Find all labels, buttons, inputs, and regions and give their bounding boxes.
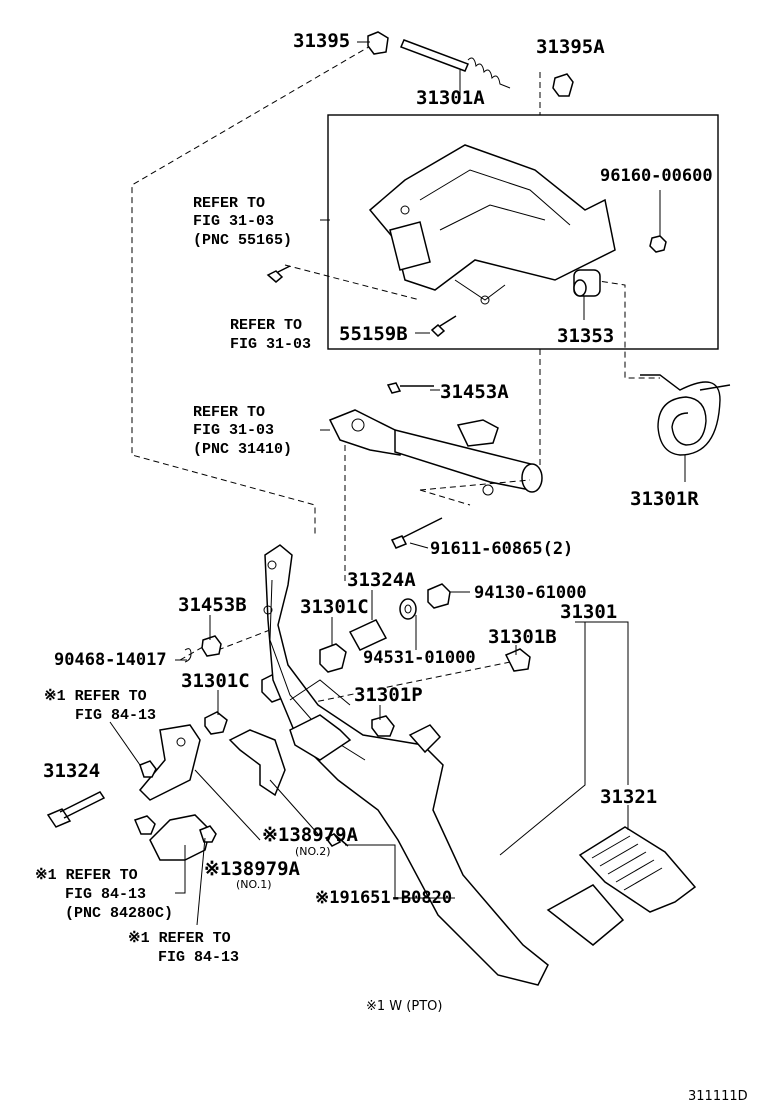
clutch-pedal-arm — [263, 544, 549, 986]
label-31301a: 31301A — [416, 87, 485, 109]
pin-90468-icon — [184, 648, 192, 663]
ref-5-line2: FIG 84-13 — [65, 886, 147, 903]
clutch-master-cylinder — [328, 409, 543, 496]
ref-3-line3: (PNC 31410) — [193, 441, 293, 458]
ref-4-line1: ※1 REFER TO — [44, 688, 147, 705]
ref-6-line2: FIG 84-13 — [158, 949, 240, 966]
ref-2-line2: FIG 31-03 — [230, 336, 312, 353]
ref-5-line3: (PNC 84280C) — [65, 905, 174, 922]
bushing-31301c-top-icon — [319, 643, 347, 673]
label-38979a-no2: ※138979A — [262, 824, 358, 846]
label-94130-61000: 94130-61000 — [474, 583, 587, 603]
pedal-pad-31321 — [546, 826, 697, 946]
label-91651-b0820: ※191651-B0820 — [315, 888, 453, 908]
label-38979a-no2-sub: (NO.2) — [295, 845, 331, 858]
cushion-94130-icon — [427, 583, 451, 609]
bolt-icon — [266, 265, 291, 283]
collar-31324a-icon — [348, 619, 388, 651]
label-38979a-no1-sub: (NO.1) — [236, 878, 272, 891]
ref-1-line1: REFER TO — [193, 195, 266, 212]
label-31395: 31395 — [293, 30, 351, 52]
ref-1-line2: FIG 31-03 — [193, 213, 275, 230]
ref-1-line3: (PNC 55165) — [193, 232, 293, 249]
clip-31395 — [367, 31, 389, 55]
bushing-31453b-icon — [201, 635, 222, 657]
ref-3-line2: FIG 31-03 — [193, 422, 275, 439]
stopper-31301b-icon — [504, 648, 531, 672]
clip-31395a — [552, 73, 574, 97]
stopper-38979a-no2 — [228, 729, 286, 797]
bolt-31324-icon — [46, 791, 106, 828]
nut-96160-icon — [649, 235, 667, 253]
washer-94531-icon — [399, 598, 417, 620]
ref-2-line1: REFER TO — [230, 317, 303, 334]
bolt-55159b-icon — [430, 315, 457, 338]
label-31301p: 31301P — [354, 684, 423, 706]
label-55159b: 55159B — [339, 323, 408, 345]
label-31324a: 31324A — [347, 569, 416, 591]
ref-3-line1: REFER TO — [193, 404, 266, 421]
footnote: ※1 W (PTO) — [366, 999, 443, 1014]
label-31301r: 31301R — [630, 488, 699, 510]
label-31321: 31321 — [600, 786, 658, 808]
assembly-dashed-lines — [131, 44, 660, 706]
ref-4-line2: FIG 84-13 — [75, 707, 157, 724]
pedal-bracket — [368, 144, 616, 305]
cushion-31353 — [573, 269, 601, 297]
clutch-switch-bracket — [133, 724, 217, 861]
bolt-91611-icon — [390, 517, 443, 549]
bolt-31453a-icon — [386, 382, 434, 394]
return-spring-31301r — [640, 374, 731, 482]
label-31453a: 31453A — [440, 381, 509, 403]
figure-id: 311111D — [688, 1089, 748, 1104]
label-38979a-no1: ※138979A — [204, 858, 300, 880]
label-31453b: 31453B — [178, 594, 247, 616]
pin-31301a — [400, 39, 511, 89]
bracket-frame — [327, 114, 719, 350]
ref-5-line1: ※1 REFER TO — [35, 867, 138, 884]
label-91611-60865: 91611-60865(2) — [430, 539, 574, 559]
label-90468-14017: 90468-14017 — [54, 650, 167, 670]
label-94531-01000: 94531-01000 — [363, 648, 476, 668]
label-31301b: 31301B — [488, 626, 557, 648]
label-96160-00600: 96160-00600 — [600, 166, 713, 186]
bushing-31301c-lower-icon — [204, 711, 228, 735]
label-31301c-top: 31301C — [300, 596, 369, 618]
ref-6-line1: ※1 REFER TO — [128, 930, 231, 947]
label-31301: 31301 — [560, 601, 618, 623]
clip-31301p-icon — [371, 715, 395, 737]
label-31301c-mid: 31301C — [181, 670, 250, 692]
label-31324: 31324 — [43, 760, 101, 782]
label-31353: 31353 — [557, 325, 615, 347]
bolt-91651-icon — [324, 833, 349, 847]
leader-lines — [109, 41, 629, 926]
label-31395a: 31395A — [536, 36, 605, 58]
